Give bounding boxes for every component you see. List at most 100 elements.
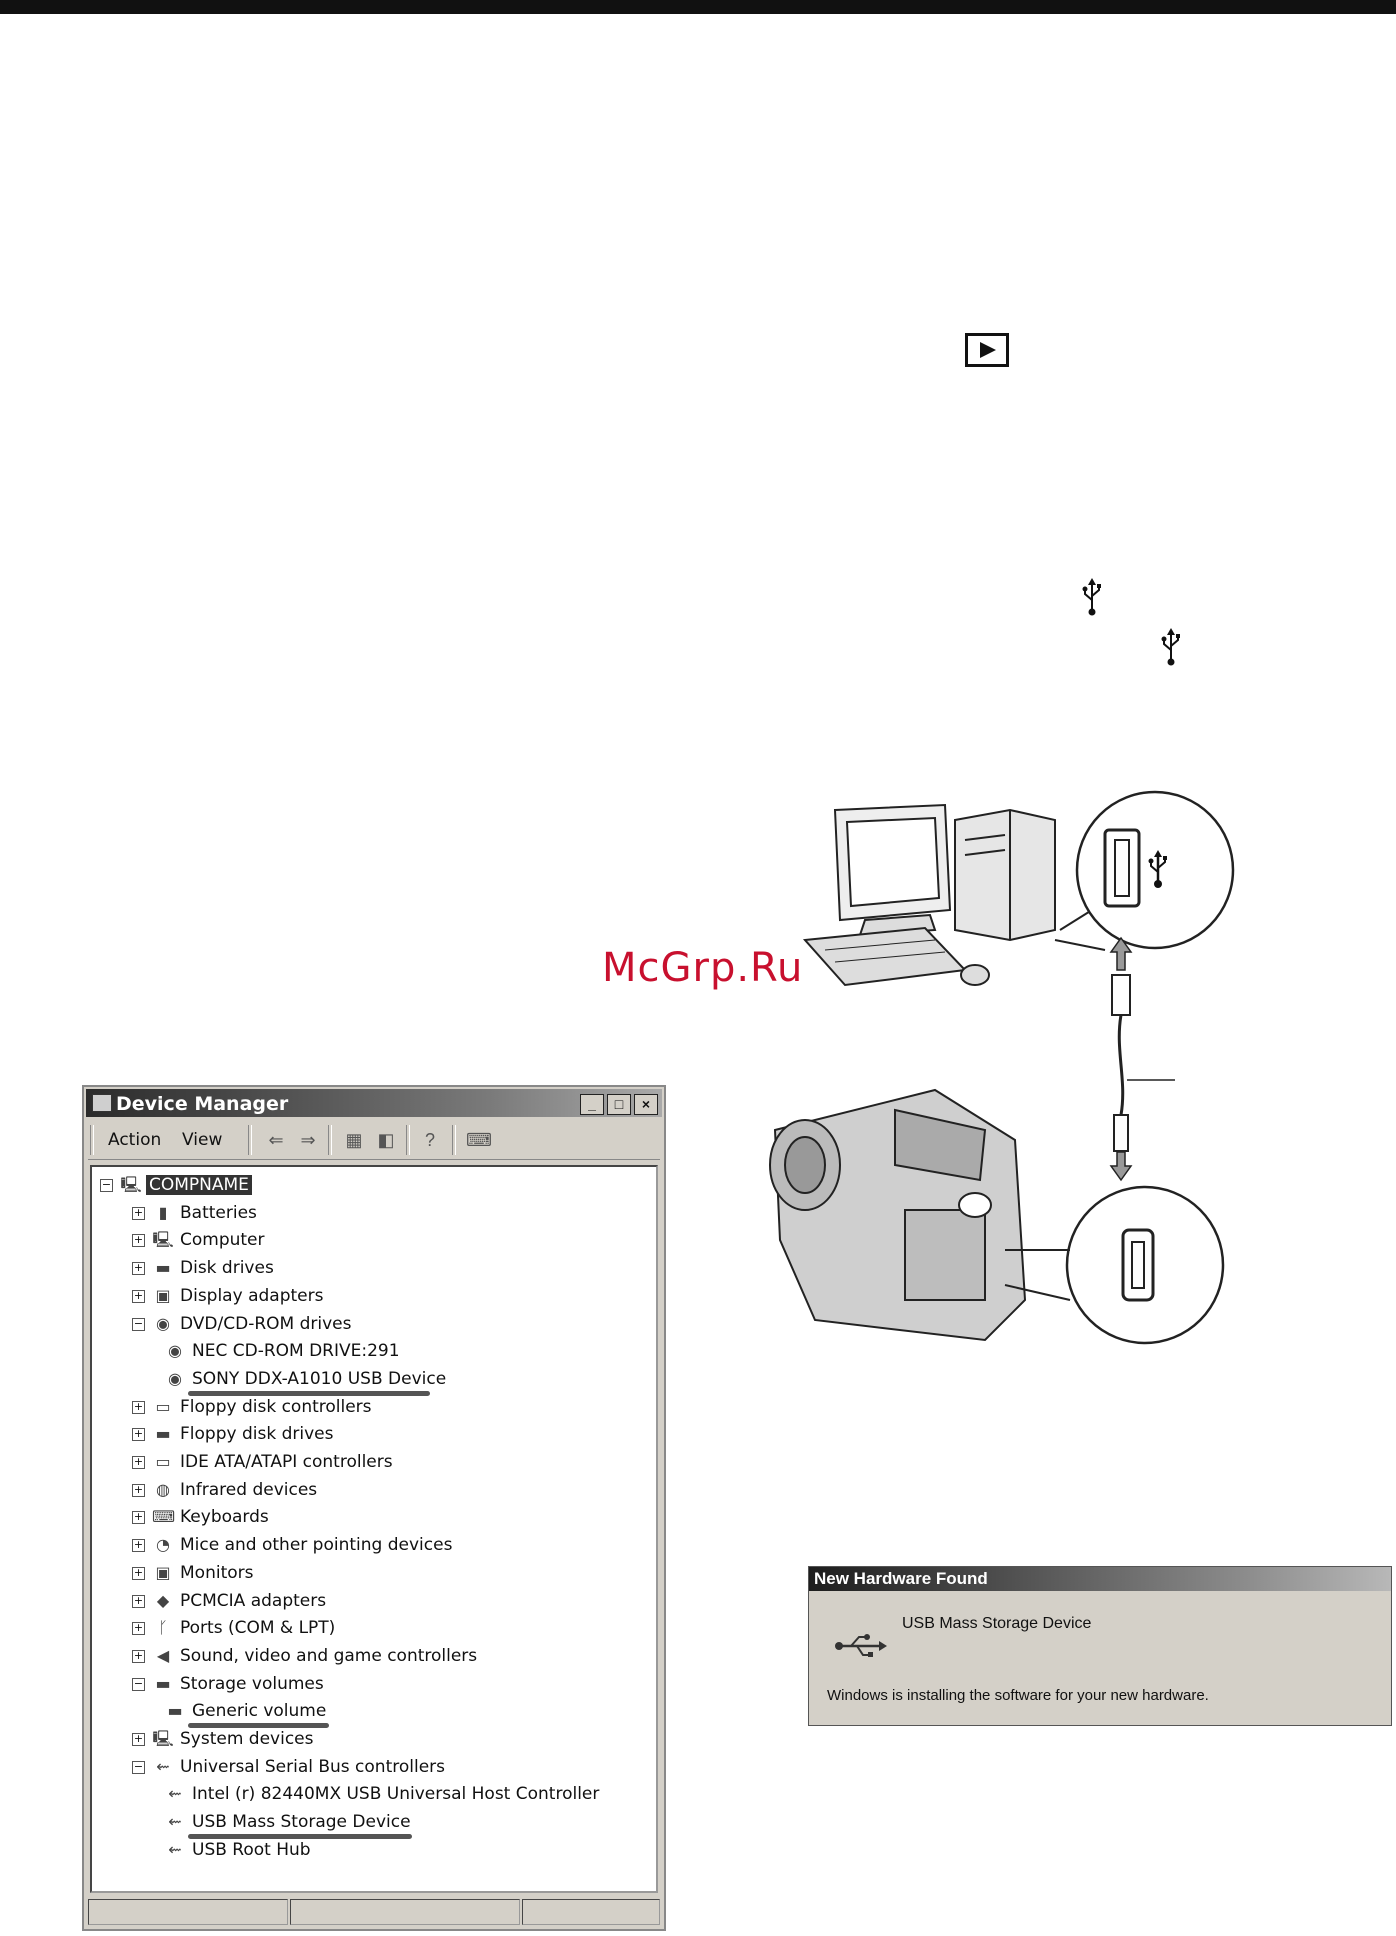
- tree-item-label: Keyboards: [180, 1507, 269, 1528]
- action-menu[interactable]: Action: [108, 1130, 162, 1150]
- floppy-icon: ▬: [155, 1424, 171, 1444]
- expand-icon[interactable]: +: [132, 1399, 145, 1414]
- tree-item-label: System devices: [180, 1729, 314, 1749]
- watermark: McGrp.Ru: [602, 945, 804, 991]
- tree-item-label: Monitors: [180, 1562, 254, 1583]
- expand-icon[interactable]: +: [132, 1593, 145, 1608]
- expand-icon[interactable]: +: [132, 1510, 145, 1525]
- status-pane: [522, 1899, 660, 1925]
- keyboard-icon: ⌨: [152, 1507, 176, 1527]
- expand-icon[interactable]: +: [132, 1205, 145, 1220]
- disk-drive-icon: ▬: [167, 1701, 183, 1721]
- tree-item-label: Generic volume: [192, 1701, 327, 1722]
- device-manager-icon: [92, 1094, 112, 1112]
- tree-item-label: Ports (COM & LPT): [180, 1618, 336, 1639]
- usb-icon: ⇜: [168, 1839, 182, 1859]
- expand-icon[interactable]: +: [132, 1288, 145, 1303]
- tree-item-label: Sound, video and game controllers: [180, 1645, 478, 1666]
- highlight-underline: [188, 1723, 329, 1729]
- expand-icon[interactable]: +: [132, 1233, 145, 1248]
- usb-port-symbol-icon: [1148, 850, 1167, 888]
- disk-drive-icon: ▬: [155, 1673, 171, 1693]
- expand-icon[interactable]: +: [132, 1732, 145, 1746]
- scan-hardware-icon[interactable]: ⌨: [466, 1130, 492, 1150]
- usb-symbol-icon: [1082, 578, 1101, 616]
- tree-item-label: Universal Serial Bus controllers: [180, 1756, 446, 1777]
- forward-arrow-icon[interactable]: ⇒: [300, 1130, 316, 1150]
- computer-icon: 🖳: [120, 1175, 142, 1194]
- cdrom-icon: ◉: [156, 1313, 170, 1333]
- tree-item-label: Computer: [180, 1230, 265, 1251]
- usb-device-icon: [835, 1634, 887, 1657]
- view-menu[interactable]: View: [182, 1130, 223, 1150]
- status-bar: [88, 1899, 660, 1925]
- speaker-icon: ◀: [156, 1645, 170, 1665]
- tree-item-label: USB Root Hub: [192, 1839, 311, 1860]
- usb-symbol-icon: [1161, 628, 1180, 666]
- expand-icon[interactable]: +: [132, 1538, 145, 1553]
- infrared-icon: ◍: [156, 1479, 170, 1499]
- pc-monitor: [833, 803, 952, 937]
- tree-item-label: Floppy disk controllers: [180, 1396, 372, 1417]
- toolbar-separator: [406, 1125, 410, 1155]
- collapse-icon[interactable]: −: [132, 1759, 145, 1774]
- toolbar: Action View ⇐ ⇒ ▦ ◧ ? ⌨: [88, 1121, 660, 1160]
- collapse-icon[interactable]: −: [132, 1676, 145, 1691]
- expand-icon[interactable]: +: [132, 1261, 145, 1276]
- tree-item-label: Floppy disk drives: [180, 1424, 334, 1445]
- tree-item-label: DVD/CD-ROM drives: [180, 1313, 352, 1334]
- computer-icon: 🖳: [152, 1230, 174, 1250]
- pcmcia-icon: ◆: [156, 1590, 170, 1610]
- show-hide-tree-icon[interactable]: ◧: [377, 1130, 395, 1150]
- top-rule: [0, 0, 1396, 14]
- toolbar-grip: [90, 1125, 94, 1155]
- expand-icon[interactable]: +: [132, 1427, 145, 1442]
- highlight-underline: [188, 1390, 430, 1396]
- pc-keyboard: [802, 926, 968, 987]
- maximize-button[interactable]: □: [607, 1094, 631, 1115]
- play-mode-icon: [965, 333, 1009, 367]
- tree-item-label: COMPNAME: [146, 1175, 252, 1195]
- expand-icon[interactable]: +: [132, 1482, 145, 1497]
- tree-item-label: Disk drives: [180, 1258, 274, 1279]
- toolbar-separator: [248, 1125, 252, 1155]
- back-arrow-icon[interactable]: ⇐: [268, 1130, 284, 1150]
- help-icon[interactable]: ?: [424, 1130, 435, 1150]
- expand-icon[interactable]: +: [132, 1621, 145, 1636]
- expand-icon[interactable]: +: [132, 1648, 145, 1663]
- tree-item-label: Batteries: [180, 1202, 257, 1223]
- close-button[interactable]: ×: [634, 1094, 658, 1115]
- title-bar[interactable]: Device Manager _ □ ×: [86, 1089, 662, 1117]
- connection-illustration: [769, 790, 1235, 1345]
- device-name: USB Mass Storage Device: [902, 1615, 1092, 1632]
- mouse-icon: ◔: [156, 1535, 170, 1555]
- pc-tower: [954, 808, 1056, 942]
- device-manager-window: Device Manager _ □ × Action View ⇐ ⇒ ▦ ◧…: [82, 1085, 666, 1931]
- tree-item-label: USB Mass Storage Device: [192, 1812, 411, 1833]
- cdrom-icon: ◉: [168, 1341, 182, 1361]
- camcorder: [769, 1088, 1027, 1342]
- tree-item-label: Display adapters: [180, 1285, 324, 1306]
- tree-item-label: SONY DDX-A1010 USB Device: [192, 1368, 447, 1389]
- tree-item-label: PCMCIA adapters: [180, 1590, 327, 1611]
- tree-item-label: IDE ATA/ATAPI controllers: [180, 1452, 393, 1472]
- minimize-button[interactable]: _: [580, 1094, 604, 1115]
- usb-icon: ⇜: [168, 1812, 182, 1832]
- usb-icon: ⇜: [156, 1756, 170, 1776]
- dialog-title: New Hardware Found: [809, 1567, 1391, 1591]
- controller-icon: ▭: [155, 1396, 171, 1416]
- tree-item-label: Storage volumes: [180, 1673, 324, 1694]
- cdrom-icon: ◉: [168, 1368, 182, 1388]
- collapse-icon[interactable]: −: [132, 1316, 145, 1331]
- status-pane: [290, 1899, 520, 1925]
- device-tree[interactable]: −🖳COMPNAME+▮Batteries+🖳Computer+▬Disk dr…: [90, 1165, 658, 1893]
- properties-icon[interactable]: ▦: [345, 1130, 363, 1150]
- expand-icon[interactable]: +: [132, 1565, 145, 1580]
- collapse-icon[interactable]: −: [100, 1178, 113, 1192]
- window-title: Device Manager: [116, 1093, 289, 1115]
- controller-icon: ▭: [155, 1452, 171, 1471]
- install-message: Windows is installing the software for y…: [827, 1687, 1209, 1704]
- usb-icon: ⇜: [168, 1784, 182, 1804]
- toolbar-separator: [328, 1125, 332, 1155]
- expand-icon[interactable]: +: [132, 1455, 145, 1469]
